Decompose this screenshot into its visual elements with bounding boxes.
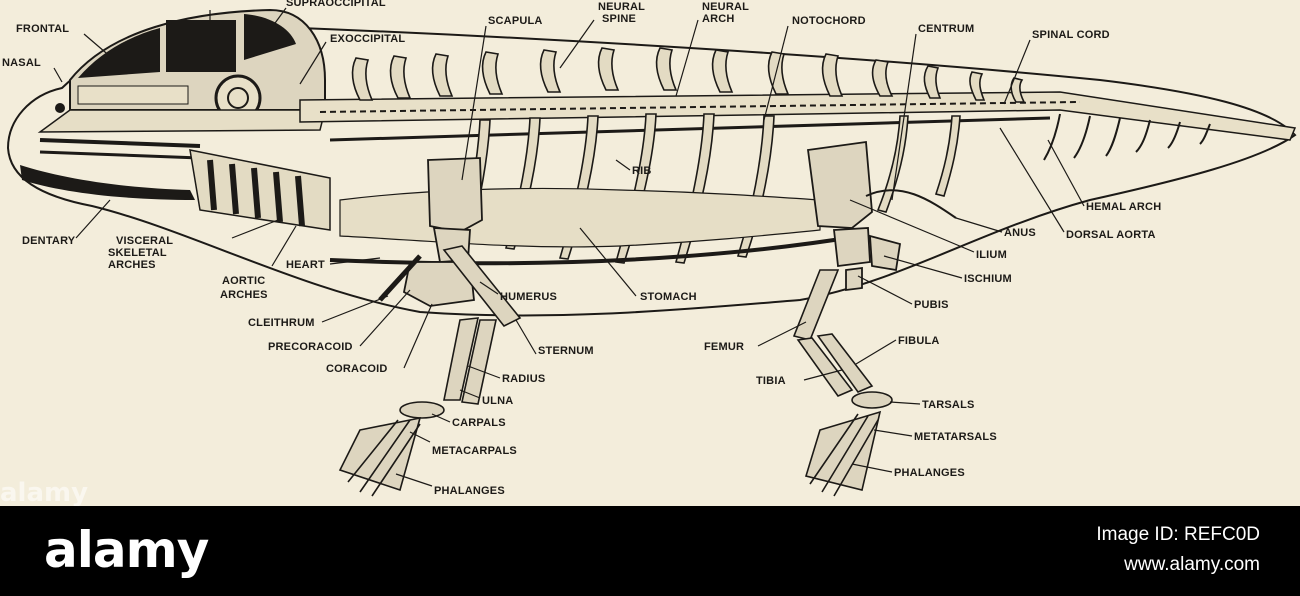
- dentary-bone: [20, 165, 195, 200]
- body-outline: [6, 26, 1297, 317]
- label-pubis: PUBIS: [914, 299, 949, 311]
- label-metatarsals: METATARSALS: [914, 431, 997, 443]
- label-stomach: STOMACH: [640, 291, 697, 303]
- vertebral-column: [299, 91, 1297, 142]
- label-tarsals: TARSALS: [922, 399, 975, 411]
- skull: [20, 8, 326, 200]
- label-ischium: ISCHIUM: [964, 273, 1012, 285]
- label-notochord: NOTOCHORD: [792, 15, 866, 27]
- label-neural-arch-1: NEURAL: [702, 1, 749, 13]
- label-supraoccipital: SUPRAOCCIPITAL: [286, 0, 386, 9]
- labels: SUPRAOCCIPITAL FRONTAL NASAL EXOCCIPITAL…: [2, 0, 1161, 497]
- supraoccipital-bone: [244, 14, 296, 60]
- humerus-bone: [442, 245, 522, 328]
- label-exoccipital: EXOCCIPITAL: [330, 33, 405, 45]
- watermark: alamy: [0, 478, 89, 506]
- diagram-plate: SUPRAOCCIPITAL FRONTAL NASAL EXOCCIPITAL…: [0, 0, 1300, 506]
- pelvic-girdle: [806, 140, 957, 292]
- label-cleithrum: CLEITHRUM: [248, 317, 315, 329]
- hindlimb: [792, 269, 893, 497]
- label-fibula: FIBULA: [898, 335, 940, 347]
- hemal-arches: [1043, 113, 1211, 161]
- parietal-bone: [166, 20, 236, 72]
- label-dorsal-aorta: DORSAL AORTA: [1066, 229, 1156, 241]
- label-hemal-arch: HEMAL ARCH: [1086, 201, 1161, 213]
- label-neural-spine-2: SPINE: [602, 13, 636, 25]
- footer-bar: alamy Image ID: REFC0D www.alamy.com: [0, 506, 1300, 596]
- label-nasal: NASAL: [2, 57, 41, 69]
- scapula-bone: [427, 157, 483, 233]
- label-femur: FEMUR: [704, 341, 744, 353]
- label-ilium: ILIUM: [976, 249, 1007, 261]
- label-carpals: CARPALS: [452, 417, 506, 429]
- label-coracoid: CORACOID: [326, 363, 388, 375]
- label-spinal-cord: SPINAL CORD: [1032, 29, 1110, 41]
- tail-duct: [865, 189, 957, 219]
- ilium-bone: [806, 140, 873, 229]
- label-humerus: HUMERUS: [500, 291, 557, 303]
- alamy-logo[interactable]: alamy: [44, 521, 209, 579]
- label-visceral-1: VISCERAL: [116, 235, 173, 247]
- label-heart: HEART: [286, 259, 325, 271]
- leader-lines: [53, 7, 1085, 487]
- label-metacarpals: METACARPALS: [432, 445, 517, 457]
- label-centrum: CENTRUM: [918, 23, 974, 35]
- visceral-arches: [189, 149, 331, 231]
- label-aortic-1: AORTIC: [222, 275, 265, 287]
- label-anus: ANUS: [1004, 227, 1036, 239]
- label-visceral-3: ARCHES: [108, 259, 156, 271]
- image-id-text: Image ID: REFC0D: [1096, 524, 1260, 545]
- label-phalanges-fore: PHALANGES: [434, 485, 505, 497]
- frontal-bone: [78, 28, 160, 78]
- label-visceral-2: SKELETAL: [108, 247, 167, 259]
- label-scapula: SCAPULA: [488, 15, 543, 27]
- label-ulna: ULNA: [482, 395, 513, 407]
- label-sternum: STERNUM: [538, 345, 594, 357]
- label-radius: RADIUS: [502, 373, 545, 385]
- forelimb: [338, 245, 522, 497]
- label-tibia: TIBIA: [756, 375, 786, 387]
- site-url[interactable]: www.alamy.com: [1124, 554, 1260, 575]
- label-neural-arch-2: ARCH: [702, 13, 735, 25]
- label-aortic-2: ARCHES: [220, 289, 268, 301]
- label-precoracoid: PRECORACOID: [268, 341, 353, 353]
- dorsal-aorta: [329, 116, 1051, 142]
- label-dentary: DENTARY: [22, 235, 76, 247]
- label-phalanges-hind: PHALANGES: [894, 467, 965, 479]
- label-frontal: FRONTAL: [16, 23, 69, 35]
- label-neural-spine-1: NEURAL: [598, 1, 645, 13]
- skeleton-diagram: SUPRAOCCIPITAL FRONTAL NASAL EXOCCIPITAL…: [2, 0, 1297, 497]
- label-rib: RIB: [632, 165, 652, 177]
